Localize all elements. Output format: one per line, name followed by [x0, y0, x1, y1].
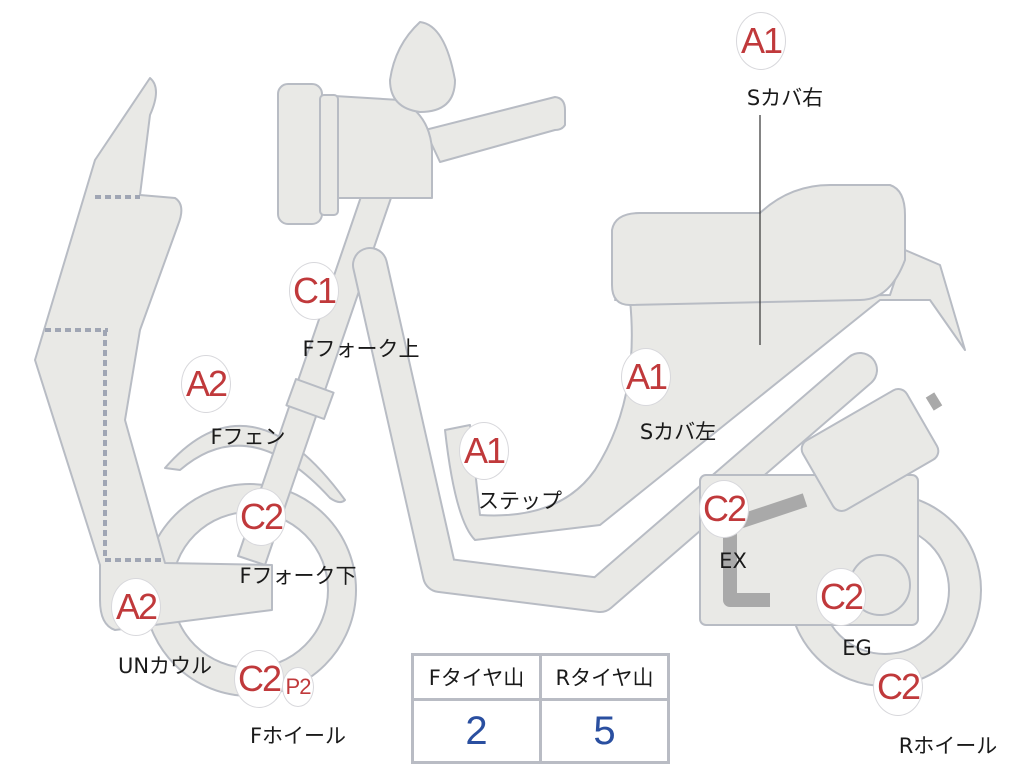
marker-label: Sカバ右 — [746, 86, 824, 110]
marker-label: ステップ — [478, 489, 562, 513]
headlight — [277, 83, 323, 225]
seat — [611, 184, 906, 306]
marker-code: A2 — [181, 355, 231, 413]
front-fender — [164, 424, 346, 504]
front-tire-value: 2 — [411, 698, 542, 764]
rear-tire-header: Rタイヤ山 — [539, 653, 670, 701]
marker-code-small: P2 — [282, 667, 314, 707]
marker-label: EG — [842, 636, 872, 660]
marker-label: EX — [719, 549, 747, 573]
tire-tread-table: Fタイヤ山 Rタイヤ山 2 5 — [411, 653, 670, 764]
marker-code: C1 — [289, 262, 339, 320]
marker-code: C2 — [234, 650, 284, 708]
mirror — [389, 21, 456, 113]
marker-label: Rホイール — [898, 734, 998, 758]
marker-code: C2 — [816, 568, 866, 626]
marker-label: UNカウル — [117, 654, 213, 678]
marker-code: A1 — [621, 348, 671, 406]
front-tire-header: Fタイヤ山 — [411, 653, 542, 701]
marker-label: Fフォーク上 — [302, 337, 420, 361]
marker-code: A2 — [111, 578, 161, 636]
exhaust — [723, 493, 808, 607]
rear-tire-value: 5 — [539, 698, 670, 764]
leg-shield — [34, 77, 273, 631]
marker-label: Fフォーク下 — [239, 564, 357, 588]
marker-label: Fホイール — [249, 724, 347, 748]
marker-label: Fフェン — [210, 425, 286, 449]
marker-code: A1 — [459, 422, 509, 480]
marker-code: C2 — [873, 658, 923, 716]
marker-code: C2 — [236, 488, 286, 546]
handlebar — [424, 96, 566, 163]
marker-code: C2 — [699, 480, 749, 538]
marker-label: Sカバ左 — [639, 420, 717, 444]
marker-code: A1 — [736, 12, 786, 70]
